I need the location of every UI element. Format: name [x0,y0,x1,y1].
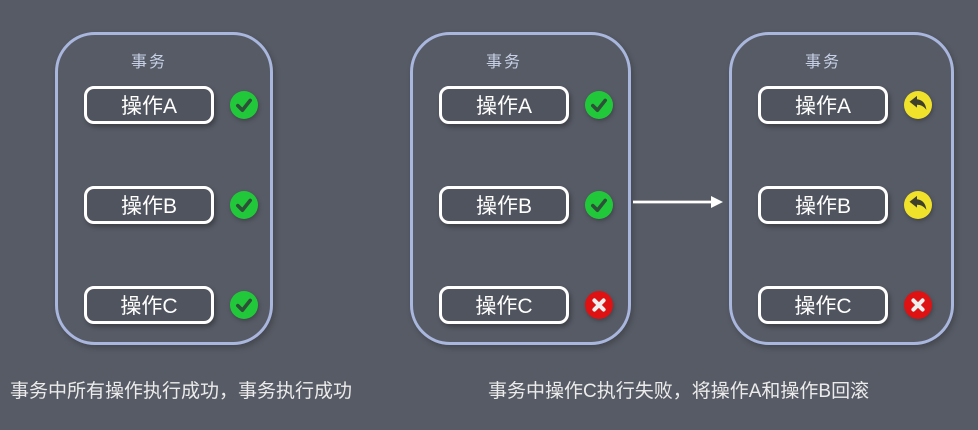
cross-icon [585,291,613,319]
operation-label: 操作B [794,195,851,218]
operation-label: 操作B [120,195,177,218]
operation-box: 操作C [84,286,214,324]
operation-row: 操作B [758,186,936,224]
status-icon [230,291,258,319]
check-icon [230,91,258,119]
operation-label: 操作A [794,95,851,118]
cross-icon [904,291,932,319]
operation-label: 操作A [475,95,532,118]
transaction-panel-all-success: 事务 操作A 操作B 操作C [55,32,273,345]
status-icon [585,191,613,219]
operation-box: 操作C [758,286,888,324]
right-arrow-icon [633,196,723,208]
operation-box: 操作A [439,86,569,124]
status-icon [904,291,932,319]
operation-row: 操作B [84,186,262,224]
operation-box: 操作A [758,86,888,124]
caption-rollback: 事务中操作C执行失败，将操作A和操作B回滚 [488,381,870,402]
panel-title: 事务 [804,54,841,71]
status-icon [904,91,932,119]
operation-row: 操作A [439,86,617,124]
operation-row: 操作B [439,186,617,224]
check-icon [585,191,613,219]
check-icon [230,191,258,219]
status-icon [585,91,613,119]
status-icon [230,91,258,119]
operation-box: 操作A [84,86,214,124]
operation-label: 操作C [475,295,533,318]
operation-label: 操作B [475,195,532,218]
undo-arrow-icon [904,191,932,219]
operation-row: 操作C [84,286,262,324]
check-icon [585,91,613,119]
operation-box: 操作B [439,186,569,224]
transaction-panel-with-failure: 事务 操作A 操作B 操作C [410,32,631,345]
transaction-panel-rollback: 事务 操作A 操作B 操作C [729,32,954,345]
operation-label: 操作C [120,295,178,318]
status-icon [230,191,258,219]
undo-arrow-icon [904,91,932,119]
operation-box: 操作B [84,186,214,224]
status-icon [585,291,613,319]
panel-title: 事务 [130,54,167,71]
operation-row: 操作C [439,286,617,324]
operation-label: 操作A [120,95,177,118]
status-icon [904,191,932,219]
caption-all-success: 事务中所有操作执行成功，事务执行成功 [10,381,353,402]
panel-title: 事务 [485,54,522,71]
operation-row: 操作C [758,286,936,324]
operation-label: 操作C [794,295,852,318]
operation-row: 操作A [84,86,262,124]
check-icon [230,291,258,319]
operation-box: 操作C [439,286,569,324]
operation-row: 操作A [758,86,936,124]
operation-box: 操作B [758,186,888,224]
